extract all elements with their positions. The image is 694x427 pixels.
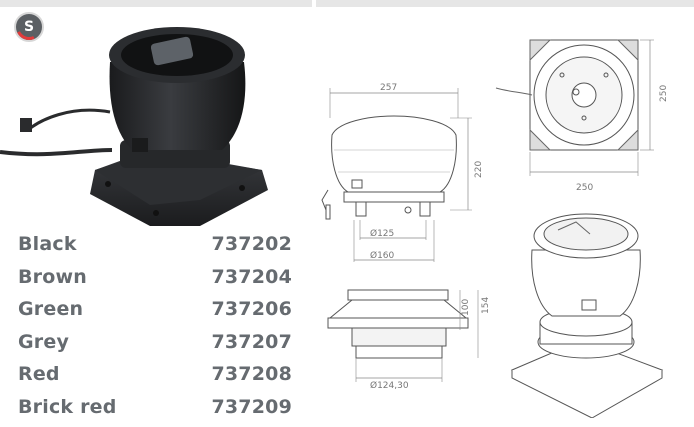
- dim-diameter-outer: Ø160: [370, 250, 395, 261]
- color-name: Brick red: [18, 395, 117, 419]
- product-code: 737209: [211, 395, 292, 419]
- dim-base-diameter: Ø124,30: [370, 380, 409, 391]
- product-code: 737206: [211, 297, 292, 321]
- product-code: 737207: [211, 330, 292, 354]
- badge-letter: S: [14, 12, 44, 42]
- dim-diameter-inner: Ø125: [370, 228, 394, 239]
- dim-side-height: 220: [474, 161, 484, 178]
- color-name: Grey: [18, 330, 69, 354]
- product-code: 737204: [211, 265, 292, 289]
- color-name: Red: [18, 362, 60, 386]
- base-section-drawing: 100 154 Ø124,30: [328, 290, 491, 391]
- list-item: Brick red 737209: [18, 395, 298, 427]
- color-name: Green: [18, 297, 83, 321]
- fan-product-photo: [0, 0, 300, 230]
- list-item: Brown 737204: [18, 265, 298, 298]
- color-name: Brown: [18, 265, 87, 289]
- list-item: Grey 737207: [18, 330, 298, 363]
- technical-drawing: 257 220 Ø125 Ø160: [300, 0, 694, 418]
- list-item: Black 737202: [18, 232, 298, 265]
- side-view-drawing: 257 220 Ø125 Ø160: [322, 83, 484, 262]
- product-code: 737202: [211, 232, 292, 256]
- dim-base-height-outer: 154: [481, 297, 491, 314]
- isometric-view-drawing: [512, 214, 662, 418]
- dim-side-width: 257: [380, 83, 397, 93]
- color-name: Black: [18, 232, 77, 256]
- product-code: 737208: [211, 362, 292, 386]
- top-view-drawing: 250 250: [496, 40, 669, 193]
- list-item: Green 737206: [18, 297, 298, 330]
- color-code-list: Black 737202 Brown 737204 Green 737206 G…: [18, 232, 298, 427]
- dim-top-width: 250: [576, 183, 593, 193]
- dim-top-height: 250: [659, 85, 669, 102]
- dim-base-height-inner: 100: [461, 299, 471, 316]
- list-item: Red 737208: [18, 362, 298, 395]
